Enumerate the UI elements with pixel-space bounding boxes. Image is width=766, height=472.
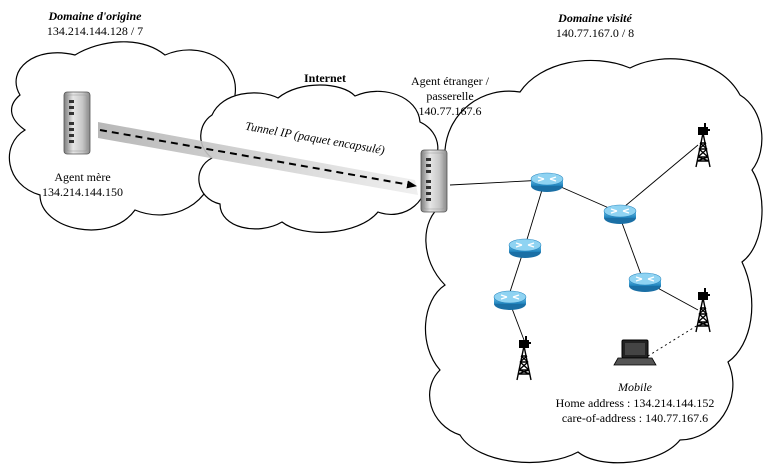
home-domain-title: Domaine d'origine [48,9,142,23]
home-agent-server-icon [63,91,91,155]
router-icon [628,272,662,293]
mobile-laptop-icon [613,339,657,366]
visited-domain-title: Domaine visité [558,11,632,25]
visited-domain-cloud [424,58,763,464]
router-icon [508,238,542,259]
tunnel-arrow [99,129,417,189]
router-icon [493,290,527,311]
foreign-agent-server-icon [420,149,448,213]
foreign-agent-name-line1: Agent étranger / [411,74,489,88]
internet-cloud [198,84,439,233]
mobile-home-address: Home address : 134.214.144.152 [555,396,715,410]
foreign-agent-address: 140.77.167.6 [418,104,482,118]
router-icon [603,204,637,225]
router-icon [530,172,564,193]
internet-label: Internet [304,71,346,85]
visited-domain-address: 140.77.167.0 / 8 [555,26,635,40]
home-domain-address: 134.214.144.128 / 7 [46,24,144,38]
mobile-name: Mobile [618,380,652,394]
home-agent-name: Agent mère [54,170,111,184]
home-agent-address: 134.214.144.150 [42,185,123,199]
foreign-agent-name-line2: passerelle [426,89,474,103]
mobile-care-of-address: care-of-address : 140.77.167.6 [561,411,709,425]
